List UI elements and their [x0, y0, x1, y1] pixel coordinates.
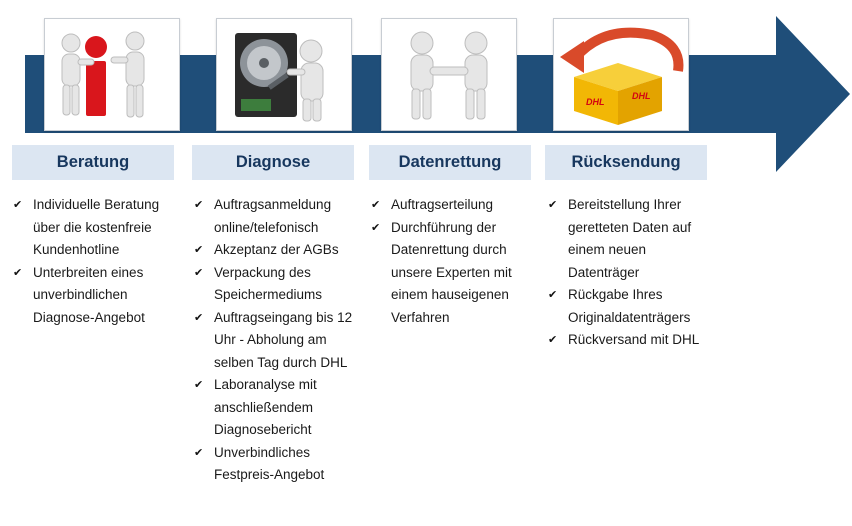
- hard-drive-diagnosis-icon: [235, 33, 324, 122]
- bullet-list-beratung: Individuelle Beratung über die kostenfre…: [12, 194, 180, 329]
- list-item: Bereitstellung Ihrer geretteten Daten au…: [547, 194, 712, 284]
- list-item: Rückgabe Ihres Originaldatenträgers: [547, 284, 712, 329]
- svg-text:DHL: DHL: [586, 97, 605, 107]
- bullet-list-ruecksendung: Bereitstellung Ihrer geretteten Daten au…: [547, 194, 712, 352]
- list-item: Auftragserteilung: [370, 194, 530, 217]
- step-icon-diagnose: [216, 18, 352, 131]
- list-item: Rückversand mit DHL: [547, 329, 712, 352]
- consultation-info-icon: [61, 31, 145, 118]
- step-header-diagnose: Diagnose: [192, 145, 354, 180]
- list-item: Unverbindliches Festpreis-Angebot: [193, 442, 353, 487]
- list-item: Verpackung des Speichermediums: [193, 262, 353, 307]
- list-item: Individuelle Beratung über die kostenfre…: [12, 194, 180, 262]
- list-item: Laboranalyse mit anschließendem Diagnose…: [193, 374, 353, 442]
- step-header-beratung: Beratung: [12, 145, 174, 180]
- dhl-package-return-icon: DHL DHL: [560, 27, 684, 125]
- step-title: Rücksendung: [571, 153, 681, 171]
- list-item: Auftragsanmeldung online/telefonisch: [193, 194, 353, 239]
- svg-text:DHL: DHL: [632, 91, 651, 101]
- list-item: Auftragseingang bis 12 Uhr - Abholung am…: [193, 307, 353, 375]
- handshake-icon: [410, 31, 488, 120]
- step-header-ruecksendung: Rücksendung: [545, 145, 707, 180]
- step-icon-datenrettung: [381, 18, 517, 131]
- list-item: Durchführung der Datenrettung durch unse…: [370, 217, 530, 330]
- bullet-list-diagnose: Auftragsanmeldung online/telefonisch Akz…: [193, 194, 353, 487]
- list-item: Akzeptanz der AGBs: [193, 239, 353, 262]
- step-title: Diagnose: [235, 153, 311, 171]
- step-header-datenrettung: Datenrettung: [369, 145, 531, 180]
- step-icon-ruecksendung: DHL DHL: [553, 18, 689, 131]
- bullet-list-datenrettung: Auftragserteilung Durchführung der Daten…: [370, 194, 530, 329]
- step-title: Beratung: [56, 153, 130, 171]
- list-item: Unterbreiten eines unverbindlichen Diagn…: [12, 262, 180, 330]
- step-title: Datenrettung: [398, 153, 502, 171]
- step-icon-beratung: [44, 18, 180, 131]
